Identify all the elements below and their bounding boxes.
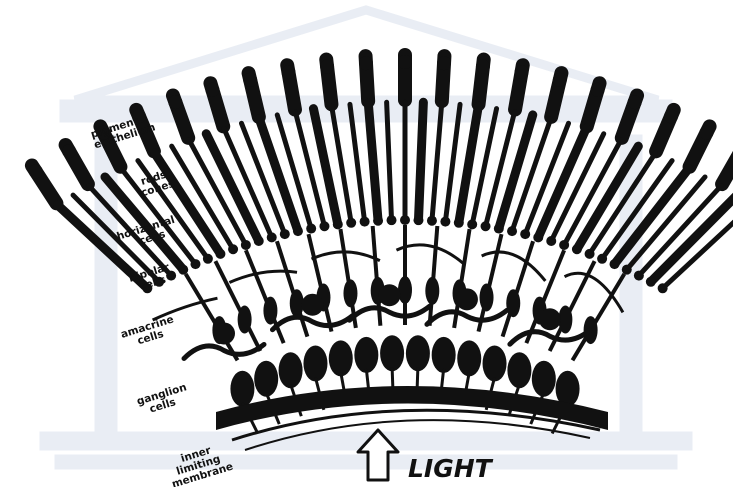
photoreceptor-nucleus bbox=[559, 240, 569, 250]
pigment-cell-nucleus bbox=[591, 83, 605, 97]
pigment-cell bbox=[722, 145, 733, 184]
pigment-cell-nucleus bbox=[437, 56, 451, 70]
pigment-cell-nucleus bbox=[476, 59, 490, 73]
photoreceptor-nucleus bbox=[306, 224, 316, 234]
pigment-cell-nucleus bbox=[243, 73, 257, 87]
amacrine-cell-body bbox=[456, 288, 478, 310]
pigment-cell-nucleus bbox=[29, 164, 43, 178]
pigment-cell-nucleus bbox=[320, 59, 334, 73]
photoreceptor-nucleus bbox=[400, 215, 410, 225]
amacrine-cell-process bbox=[349, 306, 429, 320]
ganglion-cell-body bbox=[254, 361, 278, 397]
pigment-cell-nucleus bbox=[515, 65, 529, 79]
photoreceptor-nucleus bbox=[360, 217, 370, 227]
photoreceptor-nucleus bbox=[634, 271, 644, 281]
amacrine-cell-process bbox=[427, 310, 507, 324]
photoreceptor-nucleus bbox=[520, 229, 530, 239]
pigment-cell-nucleus bbox=[398, 55, 412, 69]
photoreceptor-nucleus bbox=[622, 265, 632, 275]
photoreceptor-nucleus bbox=[494, 224, 504, 234]
ganglion-cell-body bbox=[532, 361, 556, 397]
pigment-cell-nucleus bbox=[359, 56, 373, 70]
bipolar-cell-body bbox=[238, 306, 252, 334]
photoreceptor-nucleus bbox=[572, 244, 582, 254]
photoreceptor-nucleus bbox=[413, 215, 423, 225]
amacrine-cell-body bbox=[378, 284, 400, 306]
photoreceptor-nucleus bbox=[215, 249, 225, 259]
ganglion-cell-body bbox=[230, 371, 254, 407]
bipolar-cell-body bbox=[263, 297, 277, 325]
photoreceptor-nucleus bbox=[454, 218, 464, 228]
bipolar-cell-process bbox=[430, 226, 438, 326]
ganglion-cell-body bbox=[303, 345, 327, 381]
pigment-cell-nucleus bbox=[699, 126, 713, 140]
photoreceptor-nucleus bbox=[467, 219, 477, 229]
cone-cell bbox=[418, 102, 423, 220]
ganglion-cell-body bbox=[380, 335, 404, 371]
photoreceptor-nucleus bbox=[373, 216, 383, 226]
pigment-cell-nucleus bbox=[168, 95, 182, 109]
bipolar-cell-body bbox=[425, 277, 439, 305]
photoreceptor-nucleus bbox=[658, 283, 668, 293]
pigment-cell-nucleus bbox=[281, 65, 295, 79]
photoreceptor-nucleus bbox=[507, 226, 517, 236]
photoreceptor-nucleus bbox=[346, 218, 356, 228]
photoreceptor-nucleus bbox=[319, 221, 329, 231]
amacrine-cell-process bbox=[272, 316, 352, 330]
photoreceptor-nucleus bbox=[440, 217, 450, 227]
photoreceptor-nucleus bbox=[646, 277, 656, 287]
ganglion-cell-body bbox=[483, 345, 507, 381]
photoreceptor-nucleus bbox=[585, 249, 595, 259]
photoreceptor-nucleus bbox=[228, 244, 238, 254]
pigment-cell-nucleus bbox=[628, 95, 642, 109]
photoreceptor-nucleus bbox=[254, 236, 264, 246]
photoreceptor-nucleus bbox=[178, 265, 188, 275]
photoreceptor-nucleus bbox=[280, 229, 290, 239]
amacrine-cell-body bbox=[301, 294, 323, 316]
light-label: LIGHT bbox=[408, 454, 494, 483]
photoreceptor-nucleus bbox=[427, 216, 437, 226]
cone-cell bbox=[499, 115, 533, 229]
label-ganglion-cells: ganglion cells bbox=[135, 381, 191, 418]
pigment-cell-nucleus bbox=[664, 109, 678, 123]
amacrine-cell-body bbox=[213, 322, 235, 344]
photoreceptor-nucleus bbox=[387, 215, 397, 225]
photoreceptor-nucleus bbox=[267, 232, 277, 242]
label-amacrine-cells: amacrine cells bbox=[119, 313, 178, 351]
ganglion-cell-body bbox=[406, 335, 430, 371]
photoreceptor-nucleus bbox=[546, 236, 556, 246]
ganglion-cell-body bbox=[279, 352, 303, 388]
ganglion-cell-body bbox=[329, 340, 353, 376]
ganglion-cell-body bbox=[432, 337, 456, 373]
bipolar-cell-body bbox=[398, 276, 412, 304]
photoreceptor-nucleus bbox=[610, 259, 620, 269]
ganglion-cell-body bbox=[507, 352, 531, 388]
ganglion-cell-body bbox=[354, 337, 378, 373]
photoreceptor-nucleus bbox=[533, 232, 543, 242]
photoreceptor-nucleus bbox=[190, 259, 200, 269]
bipolar-cell-body bbox=[343, 279, 357, 307]
photoreceptor-nucleus bbox=[597, 254, 607, 264]
amacrine-cell-process bbox=[510, 330, 590, 344]
photoreceptor-nucleus bbox=[481, 221, 491, 231]
amacrine-cell-body bbox=[539, 308, 561, 330]
pigment-cell-nucleus bbox=[62, 144, 76, 158]
ganglion-cell-body bbox=[457, 340, 481, 376]
bipolar-cell-process bbox=[340, 229, 355, 328]
bipolar-cell-process bbox=[308, 234, 331, 331]
photoreceptor-nucleus bbox=[293, 226, 303, 236]
amacrine-cell-process bbox=[184, 344, 264, 358]
rod-cell bbox=[639, 186, 721, 276]
photoreceptor-nucleus bbox=[333, 219, 343, 229]
photoreceptor-nucleus bbox=[203, 254, 213, 264]
bipolar-cell-body bbox=[506, 289, 520, 317]
pigment-cell-nucleus bbox=[553, 73, 567, 87]
bipolar-cell-body bbox=[480, 283, 494, 311]
pigment-cell-nucleus bbox=[205, 83, 219, 97]
photoreceptor-nucleus bbox=[241, 240, 251, 250]
